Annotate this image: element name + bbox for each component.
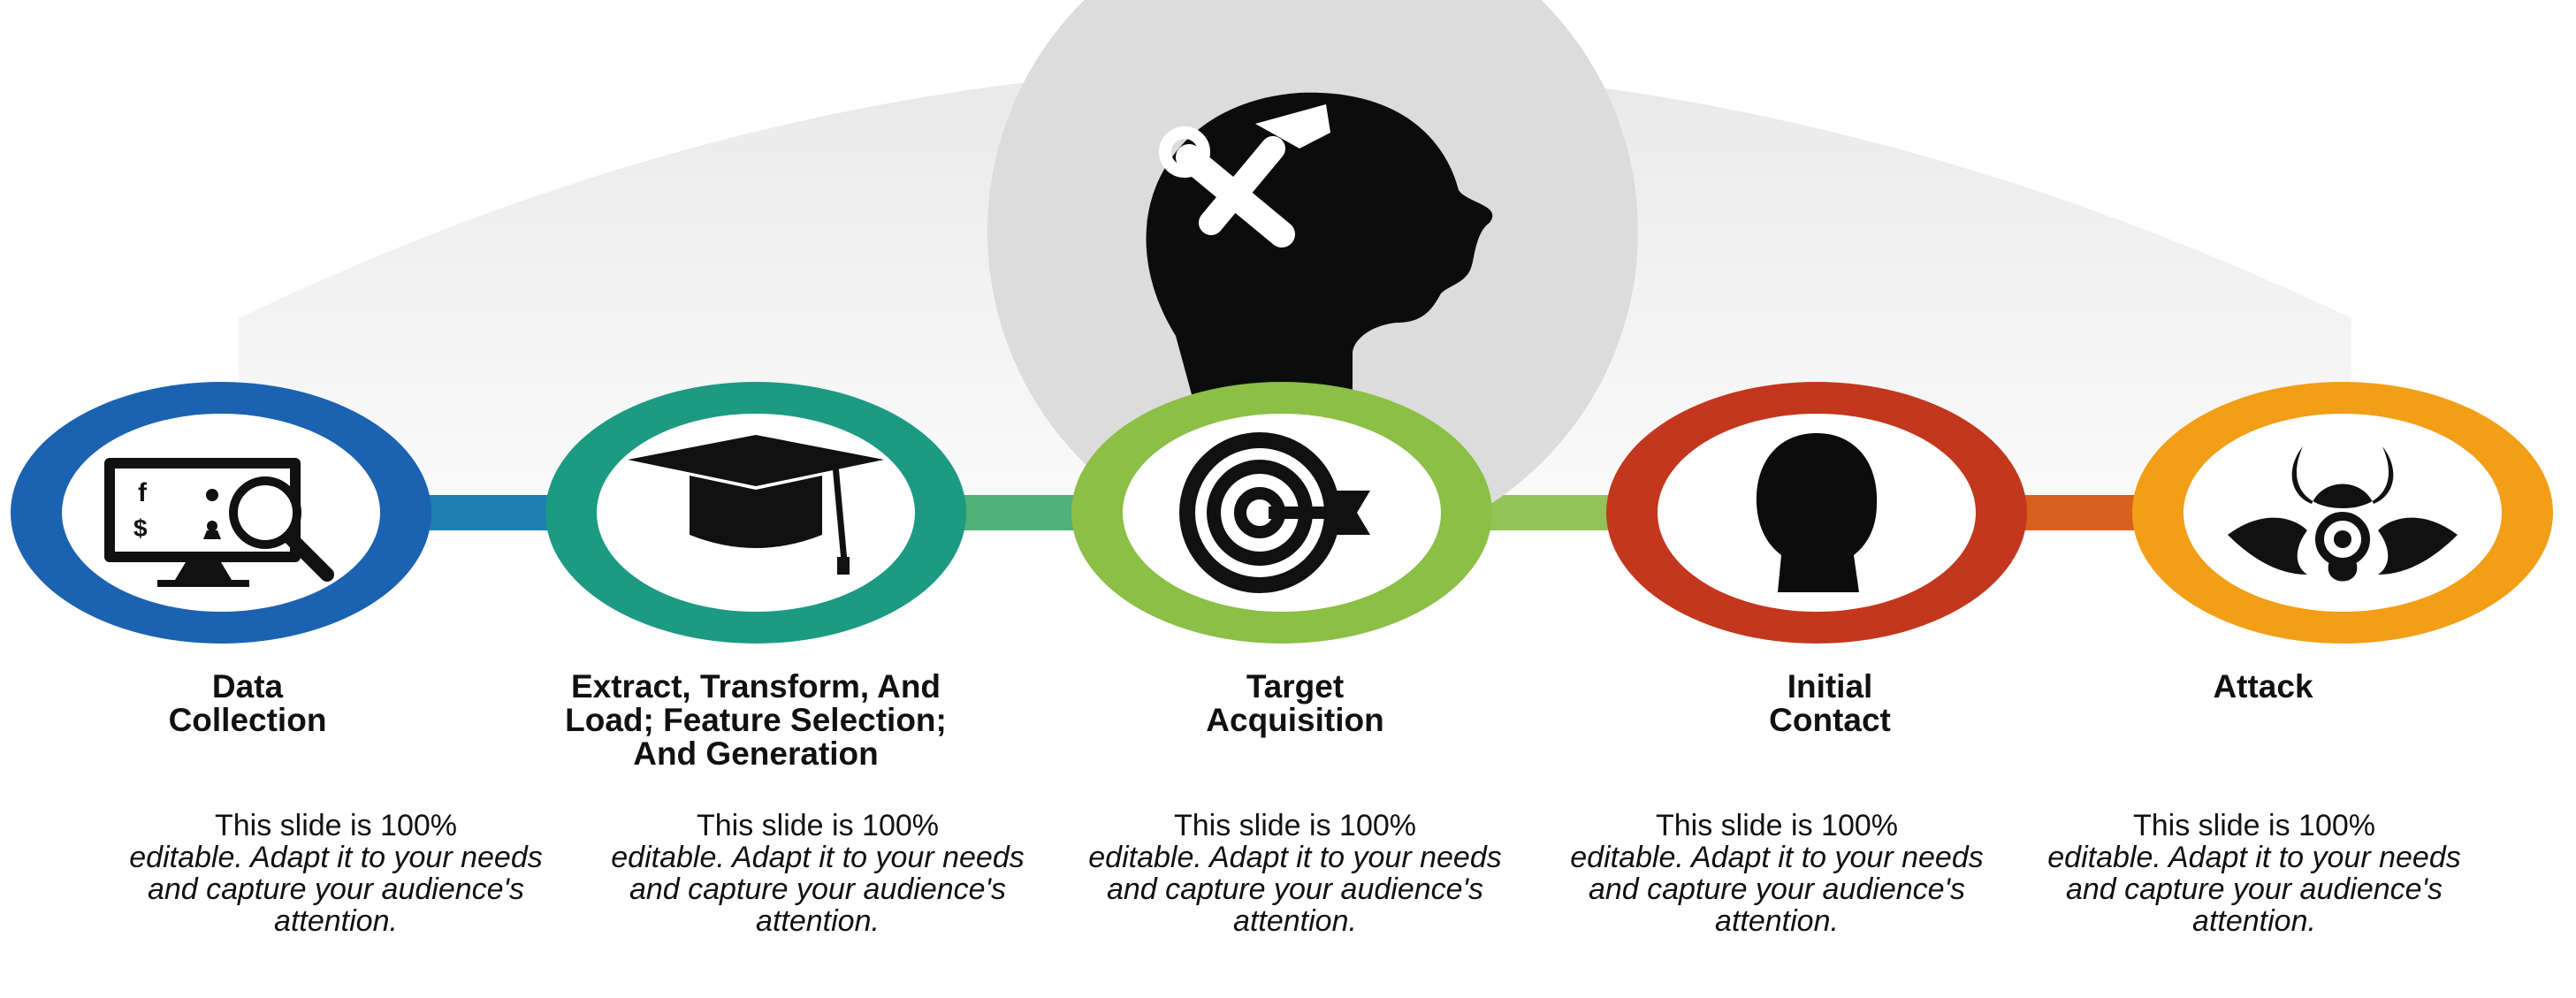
stage-title-line: Target bbox=[1246, 668, 1345, 705]
stage-title-line: Contact bbox=[1769, 702, 1891, 738]
stage-description-4: This slide is 100% editable. Adapt it to… bbox=[1565, 810, 1989, 937]
monitor-magnifier-icon: f $ bbox=[104, 458, 334, 587]
stage-title-line: Extract, Transform, And bbox=[570, 668, 941, 705]
stage-title-3: Target Acquisition bbox=[1048, 670, 1543, 737]
stage-title-line: And Generation bbox=[633, 735, 879, 772]
desc-plain: This slide is 100% bbox=[214, 809, 457, 842]
desc-plain: This slide is 100% bbox=[2132, 809, 2375, 842]
stage-title-line: Collection bbox=[168, 702, 327, 738]
stage-description-3: This slide is 100% editable. Adapt it to… bbox=[1083, 810, 1507, 937]
stage-ring-2 bbox=[545, 382, 966, 644]
graduation-cap-icon bbox=[628, 435, 884, 575]
stage-node-etl bbox=[535, 380, 968, 645]
stage-node-attack bbox=[2122, 380, 2555, 645]
desc-emph: editable. Adapt it to your needs and cap… bbox=[611, 841, 1025, 938]
stage-title-line: Initial bbox=[1787, 668, 1873, 705]
stage-node-target-acquisition bbox=[1061, 380, 1494, 645]
desc-plain: This slide is 100% bbox=[1173, 809, 1416, 842]
stage-title-1: Data Collection bbox=[0, 670, 495, 737]
target-arrow-icon bbox=[1179, 432, 1370, 593]
stage-ring-4 bbox=[1606, 382, 2027, 644]
desc-emph: editable. Adapt it to your needs and cap… bbox=[1570, 841, 1984, 938]
stage-description-2: This slide is 100% editable. Adapt it to… bbox=[606, 810, 1030, 937]
stage-title-line: Attack bbox=[2213, 668, 2313, 705]
stage-description-5: This slide is 100% editable. Adapt it to… bbox=[2042, 810, 2466, 937]
stage-title-5: Attack bbox=[2016, 670, 2511, 704]
stage-title-line: Data bbox=[211, 668, 284, 705]
svg-text:$: $ bbox=[133, 514, 148, 542]
stage-title-2: Extract, Transform, And Load; Feature Se… bbox=[508, 670, 1003, 771]
stage-ring-5 bbox=[2132, 382, 2553, 644]
stage-ring-1: f $ bbox=[11, 382, 431, 644]
desc-plain: This slide is 100% bbox=[696, 809, 939, 842]
stage-node-data-collection: f $ bbox=[0, 380, 433, 645]
stage-description-1: This slide is 100% editable. Adapt it to… bbox=[124, 810, 548, 937]
desc-emph: editable. Adapt it to your needs and cap… bbox=[129, 841, 543, 938]
stage-ring-3 bbox=[1071, 382, 1492, 644]
stage-title-line: Acquisition bbox=[1206, 702, 1384, 738]
desc-emph: editable. Adapt it to your needs and cap… bbox=[1088, 841, 1502, 938]
svg-text:f: f bbox=[138, 478, 148, 507]
head-silhouette-icon bbox=[1756, 433, 1878, 592]
stage-title-line: Load; Feature Selection; bbox=[565, 702, 947, 738]
stage-node-initial-contact bbox=[1596, 380, 2029, 645]
desc-emph: editable. Adapt it to your needs and cap… bbox=[2047, 841, 2461, 938]
biohazard-icon bbox=[2228, 446, 2458, 582]
desc-plain: This slide is 100% bbox=[1655, 809, 1898, 842]
stage-title-4: Initial Contact bbox=[1582, 670, 2077, 737]
